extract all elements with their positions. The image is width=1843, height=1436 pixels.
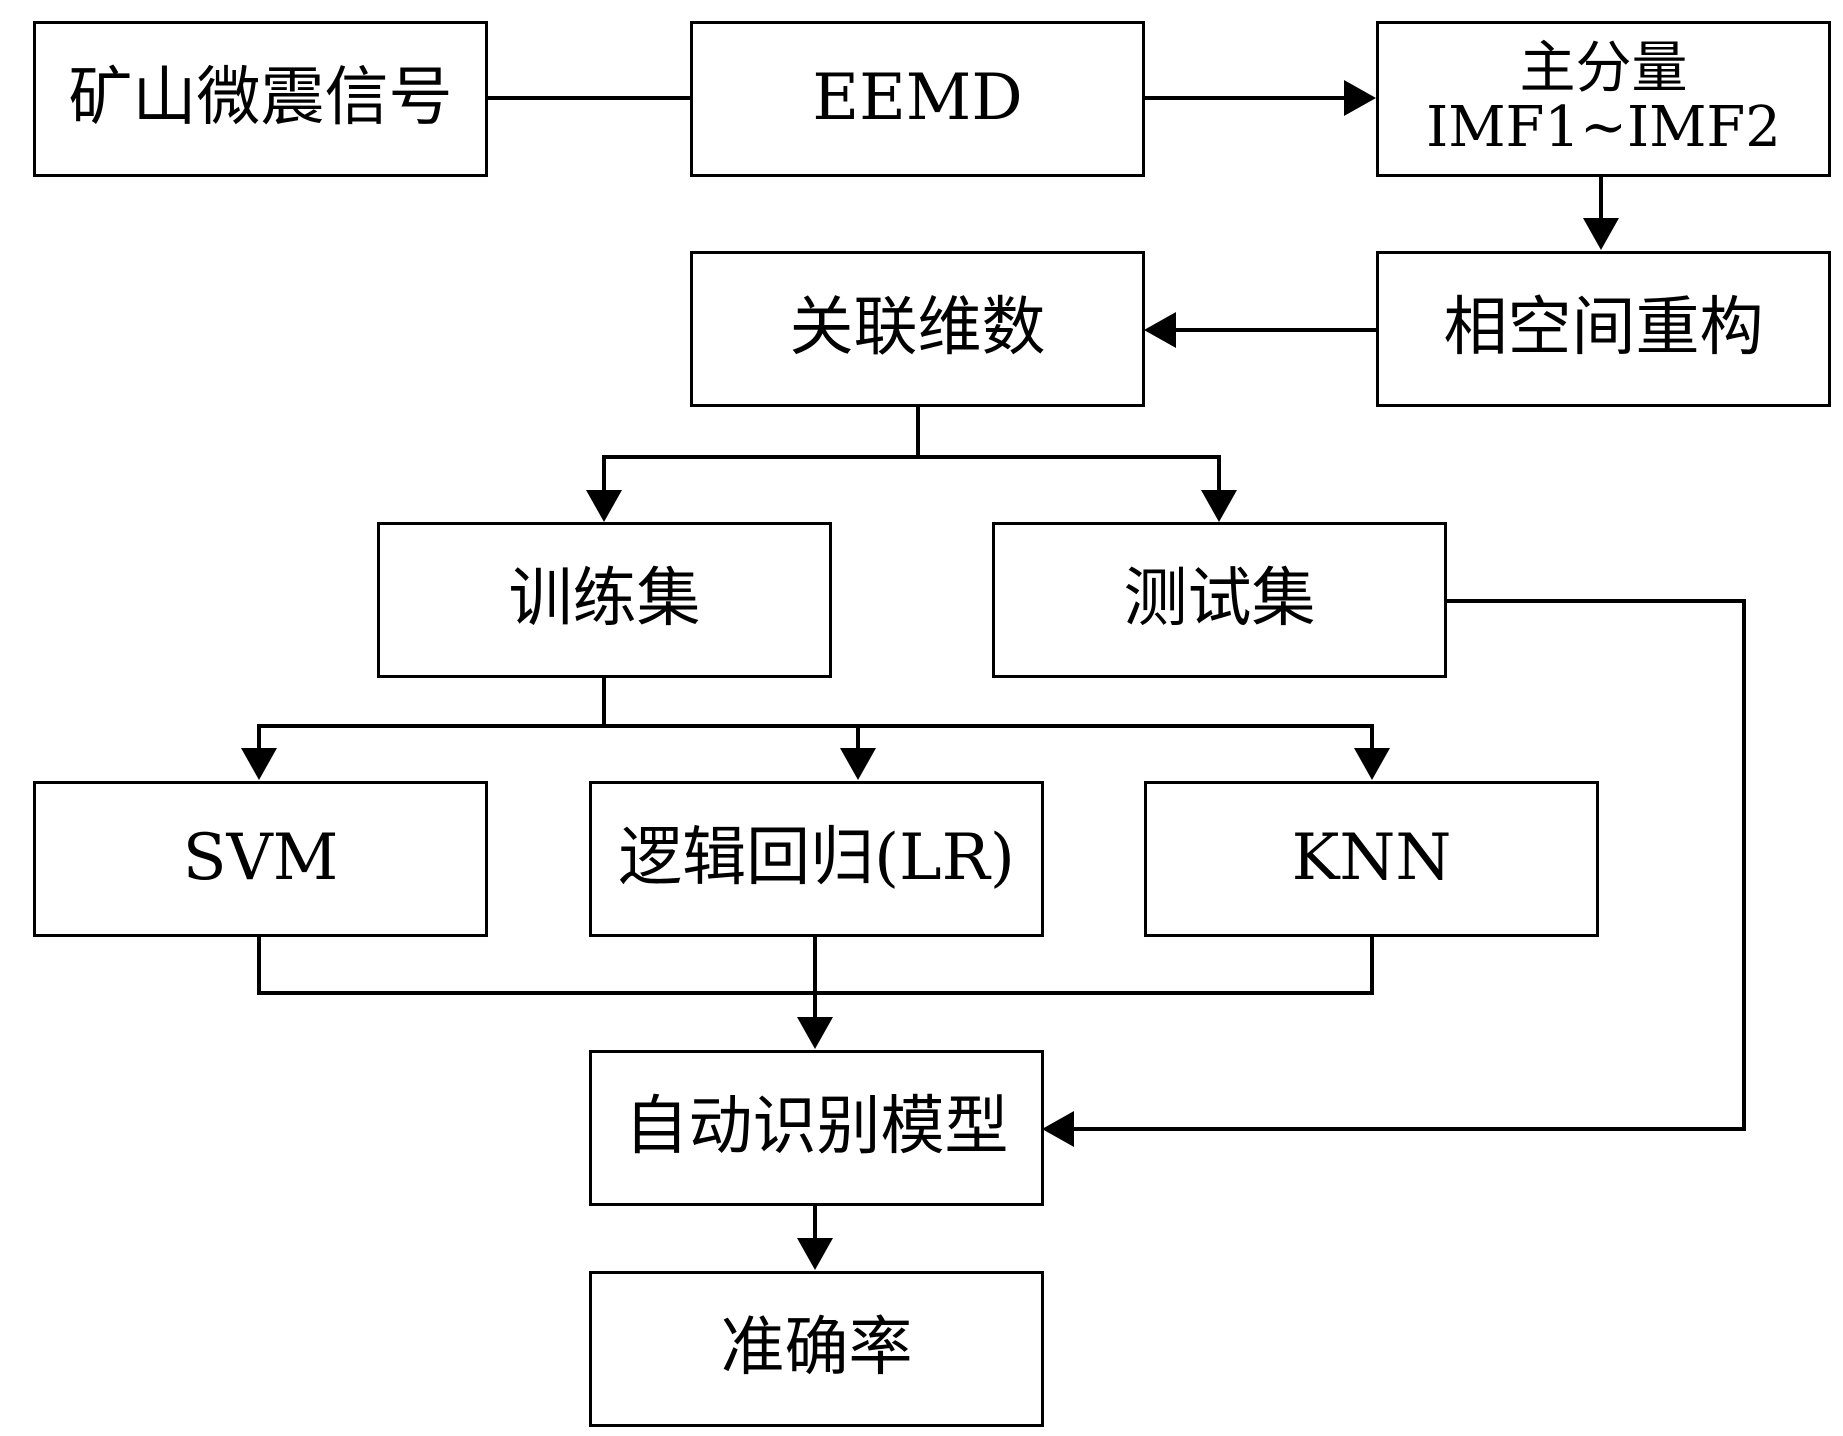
node-main-components: 主分量 IMF1~IMF2 — [1376, 21, 1831, 177]
node-accuracy-label: 准确率 — [720, 1311, 913, 1386]
node-phase-space: 相空间重构 — [1376, 251, 1831, 407]
node-correlation-dim: 关联维数 — [690, 251, 1145, 407]
node-test-set-label: 测试集 — [1123, 562, 1316, 637]
node-accuracy: 准确率 — [589, 1271, 1044, 1427]
arrowhead — [1201, 490, 1237, 522]
arrowhead — [797, 1238, 833, 1270]
node-train-set: 训练集 — [377, 522, 832, 678]
arrowhead — [586, 490, 622, 522]
node-signal: 矿山微震信号 — [33, 21, 488, 177]
node-main-components-label-1: 主分量 — [1519, 36, 1688, 102]
arrowhead — [1344, 80, 1376, 116]
node-auto-model: 自动识别模型 — [589, 1050, 1044, 1206]
node-knn-label: KNN — [1291, 821, 1452, 896]
node-lr: 逻辑回归(LR) — [589, 781, 1044, 937]
node-main-components-label-2: IMF1~IMF2 — [1426, 95, 1781, 160]
node-eemd-label: EEMD — [812, 61, 1023, 136]
node-eemd: EEMD — [690, 21, 1145, 177]
node-lr-label: 逻辑回归(LR) — [618, 821, 1015, 896]
node-train-set-label: 训练集 — [508, 562, 701, 637]
node-svm: SVM — [33, 781, 488, 937]
node-test-set: 测试集 — [992, 522, 1447, 678]
arrow-train-split — [257, 677, 606, 748]
arrowhead — [797, 1017, 833, 1049]
node-knn: KNN — [1144, 781, 1599, 937]
node-phase-space-label: 相空间重构 — [1443, 291, 1764, 366]
node-signal-label: 矿山微震信号 — [68, 61, 453, 136]
arrowhead — [1042, 1111, 1074, 1147]
node-auto-model-label: 自动识别模型 — [624, 1090, 1009, 1165]
arrow-test-to-model — [1074, 599, 1746, 1131]
arrowhead — [1144, 312, 1176, 348]
arrowhead — [1354, 748, 1390, 780]
arrowhead — [241, 748, 277, 780]
arrowhead — [1583, 218, 1619, 250]
node-correlation-dim-label: 关联维数 — [789, 291, 1046, 366]
arrow-corr-split — [602, 407, 920, 490]
node-svm-label: SVM — [182, 821, 339, 896]
arrowhead — [840, 748, 876, 780]
